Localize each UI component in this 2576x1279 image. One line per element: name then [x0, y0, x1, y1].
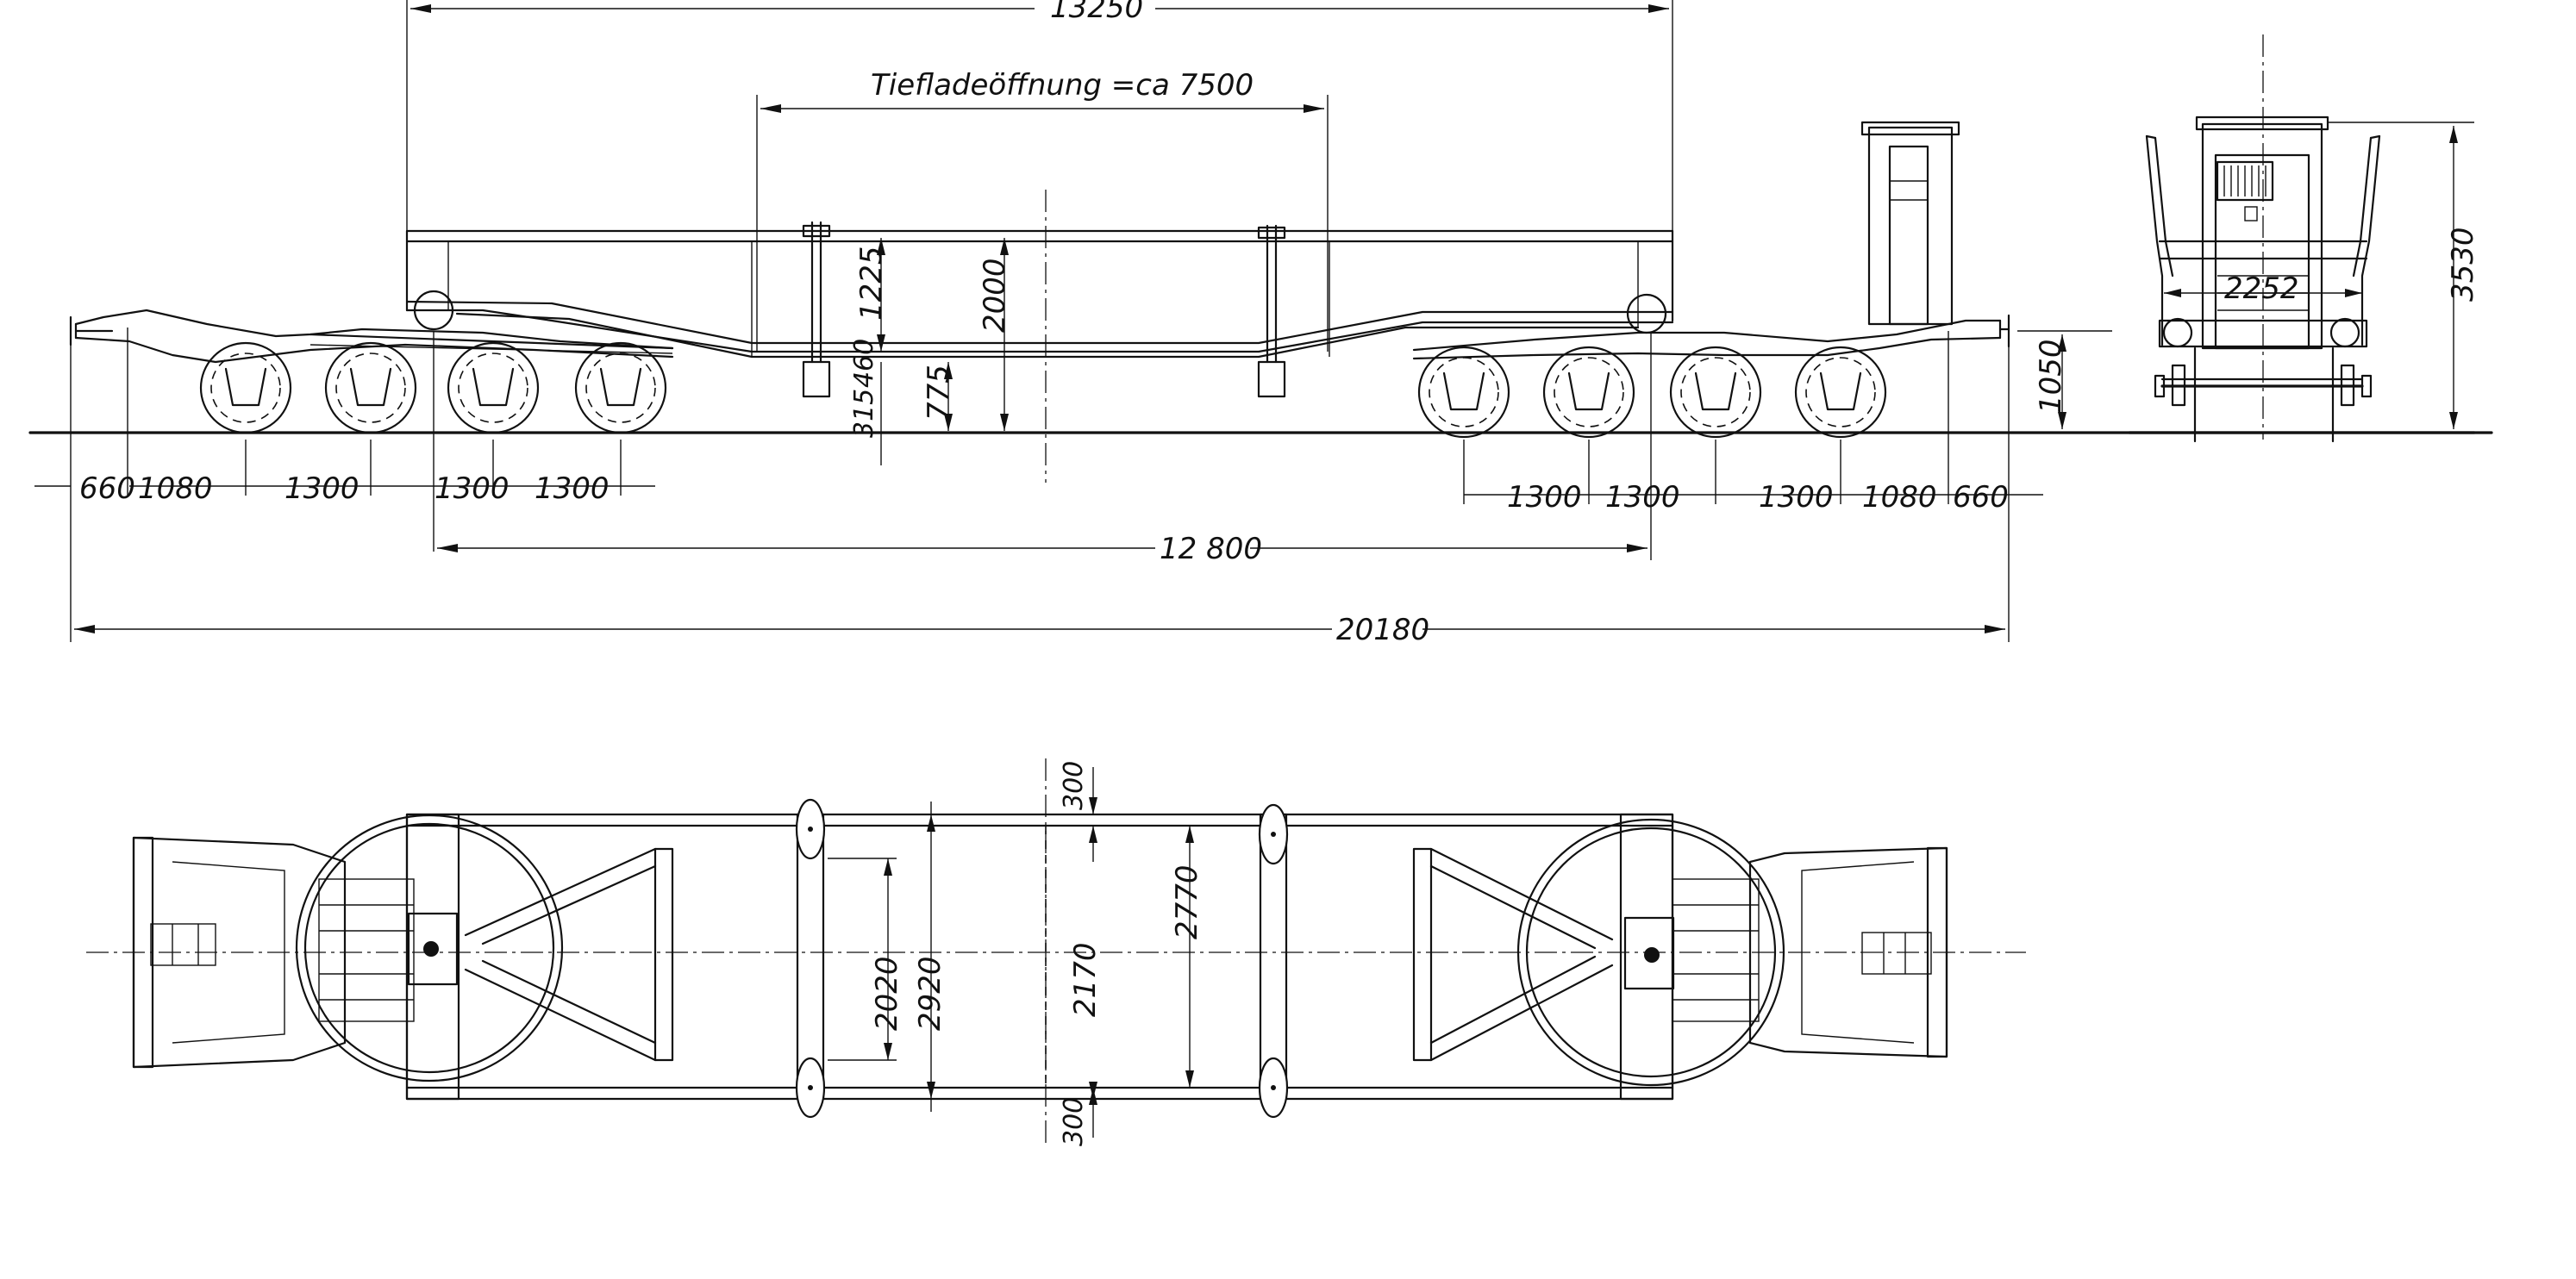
dim-left-1300-c: 1300 — [535, 471, 610, 506]
plan-view: 2020 2920 300 300 2170 2770 — [86, 758, 2026, 1146]
side-elevation-view — [28, 121, 2476, 483]
dim-right-1080: 1080 — [1862, 480, 1937, 515]
dim-12800: 12 800 — [1160, 532, 1262, 566]
left-bogie — [74, 309, 674, 364]
right-pivot — [1626, 293, 1667, 334]
dim-plan-2020: 2020 — [870, 956, 904, 1031]
dim-right-1300-a: 1300 — [1507, 480, 1582, 515]
dim-1225: 1225 — [854, 246, 889, 321]
dim-right-1300-c: 1300 — [1759, 480, 1834, 515]
dim-plan-300-top: 300 — [1059, 761, 1089, 810]
dim-plan-2920: 2920 — [913, 956, 947, 1031]
dim-plan-2770: 2770 — [1170, 864, 1204, 939]
dim-plan-2170: 2170 — [1068, 942, 1103, 1017]
dim-right-1300-b: 1300 — [1605, 480, 1680, 515]
dim-left-660: 660 — [79, 471, 135, 506]
dim-13250: 13250 — [1050, 0, 1143, 25]
dim-right-660: 660 — [1953, 480, 2009, 515]
dim-2000: 2000 — [978, 258, 1012, 333]
dim-20180: 20180 — [1336, 613, 1429, 647]
dim-left-1080: 1080 — [138, 471, 213, 506]
dim-plan-300-bottom: 300 — [1059, 1097, 1089, 1146]
dim-tiefladeoeffnung: Tiefladeöffnung =ca 7500 — [871, 68, 1254, 103]
dim-left-1300-a: 1300 — [284, 471, 360, 506]
right-wheels — [1417, 346, 1887, 439]
dim-2252: 2252 — [2224, 271, 2299, 306]
dim-1050: 1050 — [2034, 339, 2068, 414]
dim-775: 775 — [922, 365, 956, 421]
left-wheels — [199, 341, 667, 434]
end-view: 2252 3530 — [2128, 34, 2493, 443]
brakeman-cabin — [1860, 121, 1960, 326]
dim-460: 460 — [849, 339, 879, 388]
side-dimensions: 13250 Tiefladeöffnung =ca 7500 1225 2000… — [34, 0, 2112, 647]
main-girder — [405, 229, 1674, 359]
dim-left-1300-b: 1300 — [435, 471, 510, 506]
right-bogie — [1412, 319, 2010, 360]
left-pivot — [413, 290, 454, 331]
dim-315: 315 — [849, 389, 879, 438]
dim-3530: 3530 — [2446, 227, 2480, 302]
stanchions — [802, 221, 1286, 398]
